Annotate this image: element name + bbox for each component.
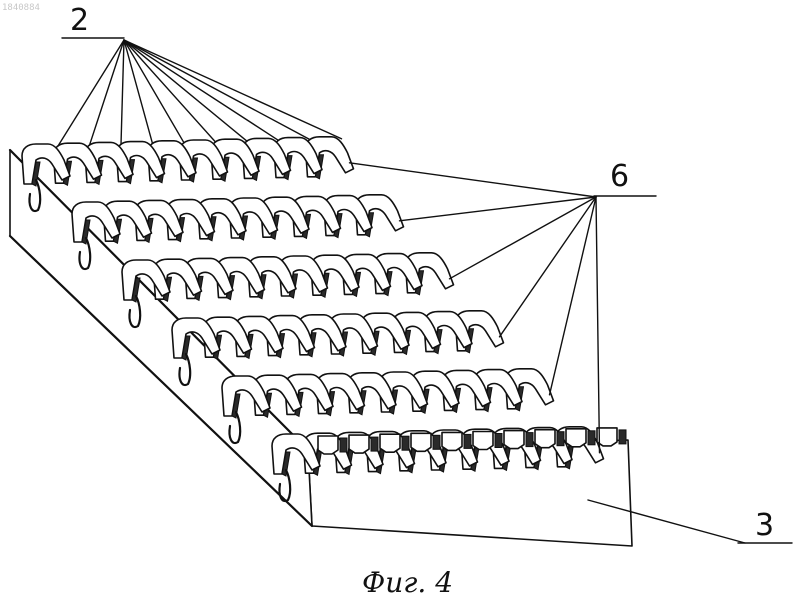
leader-6-to-row-5	[550, 197, 597, 395]
leader-2-to-fin-2	[90, 40, 125, 145]
front-gap-5	[464, 434, 471, 448]
leader-2-to-fin-3	[121, 40, 124, 144]
leader-6-to-row-6	[596, 197, 600, 453]
front-gap-4	[433, 435, 440, 449]
leader-6-to-row-2	[400, 197, 597, 221]
leader-lines-2	[58, 40, 342, 146]
label-6: 6	[610, 159, 629, 194]
front-gap-6	[495, 434, 502, 448]
front-tooth-9	[566, 429, 586, 447]
front-tooth-2	[349, 435, 369, 453]
front-tooth-8	[535, 430, 555, 448]
leader-6-to-row-1	[350, 163, 597, 197]
front-gap-9	[588, 431, 595, 445]
front-gap-10	[619, 430, 626, 444]
front-gap-2	[371, 437, 378, 451]
front-tooth-5	[442, 432, 462, 450]
front-gap-3	[402, 436, 409, 450]
leader-2-to-fin-1	[58, 40, 124, 146]
leader-6-to-row-3	[450, 197, 597, 279]
label-3: 3	[755, 508, 774, 543]
front-tooth-1	[318, 436, 338, 454]
leader-2-to-fin-9	[124, 40, 310, 140]
label-2: 2	[70, 3, 89, 38]
leader-6-to-row-4	[500, 197, 597, 337]
front-tooth-3	[380, 434, 400, 452]
front-gap-8	[557, 432, 564, 446]
front-gap-7	[526, 433, 533, 447]
front-tooth-4	[411, 433, 431, 451]
front-gap-1	[340, 438, 347, 452]
figure-caption: Фиг. 4	[362, 566, 453, 599]
leader-2-to-fin-7	[124, 40, 247, 141]
front-tooth-7	[504, 431, 524, 449]
leader-2-to-fin-10	[124, 40, 342, 139]
front-tooth-6	[473, 432, 493, 450]
watermark: 1840884	[2, 3, 40, 13]
